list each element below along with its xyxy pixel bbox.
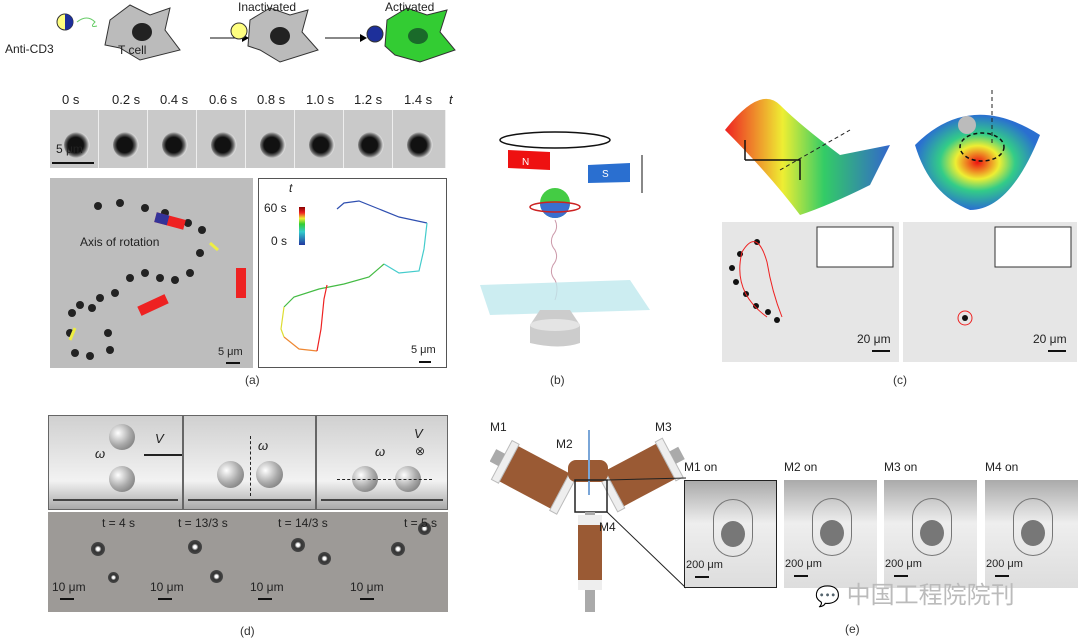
image-label: M4 on (985, 460, 1019, 474)
schematic-spinning: ω (183, 415, 316, 510)
caption-c: (c) (893, 373, 907, 387)
t-cell-activation-schematic (56, 4, 456, 63)
magnetic-setup-illustration: N S (480, 131, 650, 347)
time-label: 0 s (62, 92, 80, 107)
axis-of-rotation-label: Axis of rotation (80, 235, 160, 249)
time-label: 1.4 s (404, 92, 433, 107)
svg-text:S: S (602, 169, 609, 180)
frame (99, 110, 148, 168)
time-label: t = 5 s (404, 516, 438, 530)
time-label: 1.0 s (306, 92, 335, 107)
scale-label: 10 μm (52, 580, 86, 594)
image-label: M2 on (784, 460, 818, 474)
scale-label: 10 μm (350, 580, 384, 594)
frame (50, 110, 99, 168)
scale-label-left: 20 μm (857, 332, 891, 346)
time-label: 0.2 s (112, 92, 141, 107)
frame (246, 110, 295, 168)
image-label: M3 on (884, 460, 918, 474)
schematic-rolling: ω V (48, 415, 183, 510)
omega-label: ω (95, 446, 106, 461)
frame (295, 110, 344, 168)
into-page-icon: ⊗ (415, 444, 426, 458)
omega-label: ω (258, 438, 269, 453)
activated-label: Activated (385, 0, 435, 14)
time-label: 0.4 s (160, 92, 189, 107)
scale-bar (226, 362, 240, 364)
trajectory-micrograph: Axis of rotation 5 μm (50, 178, 253, 368)
scale-label: 200 μm (986, 558, 1023, 570)
micro-scale-label: 5 μm (218, 346, 243, 358)
colorbar-title: t (289, 181, 293, 195)
time-label: t = 4 s (102, 516, 136, 530)
microscopy-image: 200 μm (884, 480, 977, 588)
scale-bar (872, 350, 890, 352)
traj-scale-label: 5 μm (411, 344, 436, 356)
velocity-label: V (155, 431, 164, 446)
caption-b: (b) (550, 373, 565, 387)
trajectory-plot: t 60 s 0 s 5 μm (258, 178, 447, 368)
time-label: 0.6 s (209, 92, 238, 107)
t-cell-label: T cell (118, 43, 147, 57)
microscopy-frame: t = 5 s 10 μm (348, 512, 448, 612)
micrograph-left: 20 μm (722, 222, 899, 362)
omega-label: ω (375, 444, 386, 459)
image-label: M1 on (684, 460, 718, 474)
microscopy-image: 200 μm (985, 480, 1078, 588)
frame (148, 110, 197, 168)
microscopy-frame: t = 4 s 10 μm (48, 512, 148, 612)
wechat-icon: 💬 (815, 586, 840, 608)
energy-surfaces (725, 90, 1040, 215)
caption-d: (d) (240, 624, 255, 638)
coil-label-m1: M1 (490, 420, 507, 434)
velocity-label: V (414, 426, 423, 441)
time-label: 1.2 s (354, 92, 383, 107)
anti-cd3-label: Anti-CD3 (5, 42, 54, 56)
inactivated-label: Inactivated (238, 0, 297, 14)
microscopy-image: 200 μm (784, 480, 877, 588)
caption-a: (a) (245, 373, 260, 387)
schematic-tumbling: ω V ⊗ (316, 415, 448, 510)
microscopy-frame: t = 14/3 s 10 μm (248, 512, 348, 612)
coil-label-m3: M3 (655, 420, 672, 434)
frame (197, 110, 246, 168)
electromagnet-coils-illustration (490, 430, 687, 612)
time-label: t = 13/3 s (178, 516, 228, 530)
scale-bar (52, 162, 94, 164)
scale-label: 200 μm (885, 558, 922, 570)
watermark-text: 中国工程院院刊 (846, 582, 1015, 609)
microscopy-frame: t = 13/3 s 10 μm (148, 512, 248, 612)
time-axis-label: t (449, 92, 453, 107)
scale-label: 10 μm (250, 580, 284, 594)
frame (344, 110, 393, 168)
scale-bar (419, 361, 431, 363)
watermark: 💬 中国工程院院刊 (815, 575, 1015, 610)
scale-label-right: 20 μm (1033, 332, 1067, 346)
svg-text:N: N (522, 157, 529, 168)
frame (393, 110, 446, 168)
time-label: 0.8 s (257, 92, 286, 107)
coil-label-m2: M2 (556, 437, 573, 451)
scale-label: 10 μm (150, 580, 184, 594)
scale-label: 200 μm (686, 559, 723, 571)
scale-bar (1048, 350, 1066, 352)
scale-label: 200 μm (785, 558, 822, 570)
strip-scale-label: 5 μm (56, 142, 83, 156)
micrograph-right: 20 μm (903, 222, 1077, 362)
colorbar-min: 0 s (271, 234, 288, 248)
coil-label-m4: M4 (599, 520, 616, 534)
time-label: t = 14/3 s (278, 516, 328, 530)
colorbar (299, 207, 305, 245)
caption-e: (e) (845, 622, 860, 636)
microscopy-image: 200 μm (684, 480, 777, 588)
colorbar-max: 60 s (264, 201, 287, 215)
